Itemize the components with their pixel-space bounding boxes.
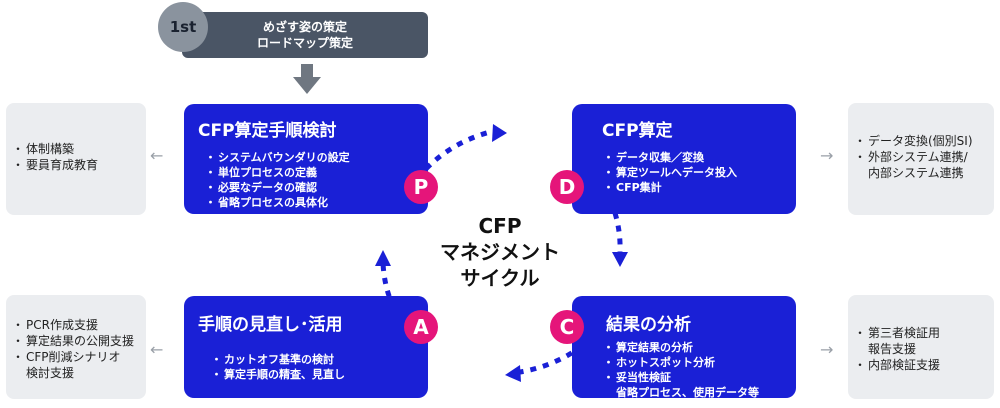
step-line-2: ロードマップ策定 <box>256 36 353 50</box>
list-item: 省略プロセス、使用データ等 <box>616 386 759 399</box>
arrow-head-right <box>612 252 628 267</box>
list-item: 内部検証支援 <box>854 357 986 373</box>
support-top-left: 体制構築 要員育成教育 <box>6 103 146 215</box>
do-title: CFP算定 <box>602 121 673 141</box>
list-item: 内部システム連携 <box>868 166 964 180</box>
center-line-1: CFP <box>478 214 522 238</box>
do-box: CFP算定 データ収集／変換 算定ツールへデータ投入 CFP集計 <box>572 104 796 214</box>
check-box: 結果の分析 算定結果の分析 ホットスポット分析 妥当性検証 省略プロセス、使用デ… <box>572 296 796 400</box>
list-item: 単位プロセスの定義 <box>205 165 350 180</box>
plan-badge: P <box>404 170 438 204</box>
down-arrow-icon <box>293 64 321 94</box>
plan-items: システムバウンダリの設定 単位プロセスの定義 必要なデータの確認 省略プロセスの… <box>205 150 350 210</box>
check-badge: C <box>550 310 584 344</box>
check-items: 算定結果の分析 ホットスポット分析 妥当性検証 省略プロセス、使用データ等 <box>603 340 759 400</box>
check-title: 結果の分析 <box>606 315 691 335</box>
support-top-right: データ変換(個別SI) 外部システム連携/ 内部システム連携 <box>848 103 994 215</box>
arrow-head-top <box>492 124 507 142</box>
do-badge-label: D <box>558 175 576 199</box>
list-item: 要員育成教育 <box>12 157 138 173</box>
do-badge: D <box>550 170 584 204</box>
check-badge-label: C <box>559 315 575 339</box>
center-line-2: マネジメント <box>440 240 560 264</box>
step-line-1: めざす姿の策定 <box>262 20 347 34</box>
arrow-left-icon: ← <box>150 340 164 359</box>
list-item: 算定結果の公開支援 <box>12 333 138 349</box>
plan-box: CFP算定手順検討 システムバウンダリの設定 単位プロセスの定義 必要なデータの… <box>184 104 428 214</box>
do-items: データ収集／変換 算定ツールへデータ投入 CFP集計 <box>603 150 737 195</box>
arrow-left-icon: ← <box>150 146 164 165</box>
center-line-3: サイクル <box>460 266 540 290</box>
list-item: CFP削減シナリオ <box>12 349 138 365</box>
list-item: データ収集／変換 <box>603 150 737 165</box>
arrow-right-icon: → <box>820 146 834 165</box>
list-item: 算定結果の分析 <box>603 340 759 355</box>
list-item: 必要なデータの確認 <box>205 180 350 195</box>
step-header: めざす姿の策定 ロードマップ策定 <box>182 12 428 58</box>
list-item: システムバウンダリの設定 <box>205 150 350 165</box>
cycle-center-label: CFP マネジメント サイクル <box>420 213 580 291</box>
arrow-head-left <box>375 250 391 266</box>
act-box: 手順の見直し･活用 カットオフ基準の検討 算定手順の精査、見直し <box>184 296 428 398</box>
step-badge-label: 1st <box>169 18 197 36</box>
step-badge: 1st <box>158 2 208 52</box>
list-item: 第三者検証用 <box>854 325 986 341</box>
arrow-right-icon: → <box>820 340 834 359</box>
list-item: 外部システム連携/ <box>854 149 986 165</box>
list-item: 算定手順の精査、見直し <box>211 367 345 382</box>
list-item: ホットスポット分析 <box>603 355 759 370</box>
support-bottom-left: PCR作成支援 算定結果の公開支援 CFP削減シナリオ 検討支援 <box>6 295 146 399</box>
list-item: データ変換(個別SI) <box>854 133 986 149</box>
arrow-head-bottom <box>505 365 521 382</box>
act-badge-label: A <box>413 315 429 339</box>
act-items: カットオフ基準の検討 算定手順の精査、見直し <box>211 352 345 382</box>
list-item: 妥当性検証 <box>603 370 759 385</box>
plan-badge-label: P <box>413 175 429 199</box>
act-title: 手順の見直し･活用 <box>198 315 343 335</box>
act-badge: A <box>404 310 438 344</box>
list-item: 体制構築 <box>12 141 138 157</box>
list-item: PCR作成支援 <box>12 317 138 333</box>
support-bottom-right: 第三者検証用 報告支援 内部検証支援 <box>848 295 994 399</box>
list-item: 省略プロセスの具体化 <box>205 195 350 210</box>
list-item: カットオフ基準の検討 <box>211 352 345 367</box>
list-item: 報告支援 <box>868 342 917 356</box>
list-item: CFP集計 <box>603 180 737 195</box>
list-item: 検討支援 <box>26 366 75 380</box>
plan-title: CFP算定手順検討 <box>198 121 337 141</box>
list-item: 算定ツールへデータ投入 <box>603 165 737 180</box>
